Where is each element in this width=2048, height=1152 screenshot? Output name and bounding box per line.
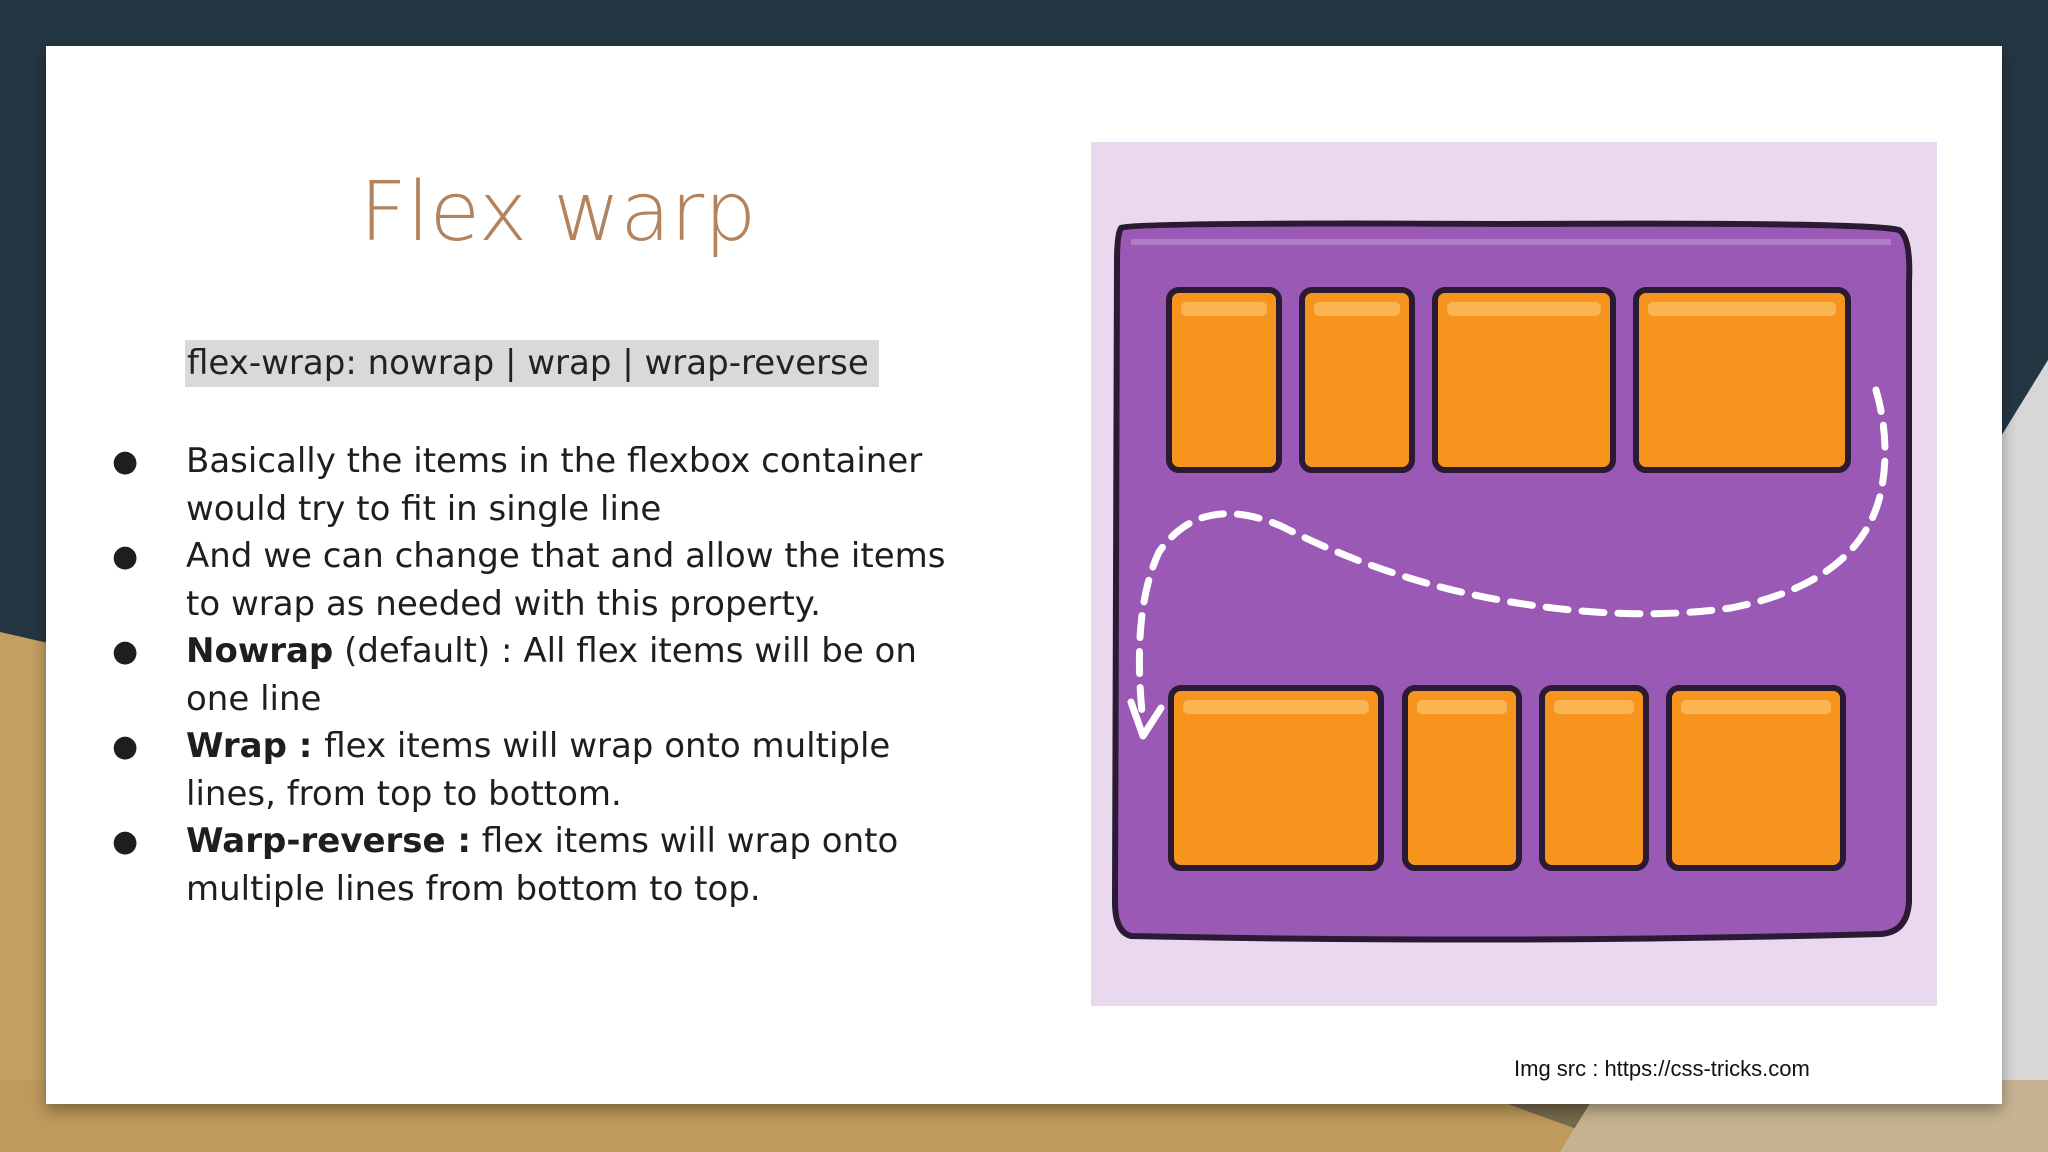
flex-item — [1432, 287, 1616, 473]
flex-item — [1402, 685, 1522, 871]
flex-item — [1168, 685, 1384, 871]
bullet-text: Basically the items in the flexbox conta… — [186, 441, 923, 529]
bullet-dot-icon: ● — [112, 444, 139, 479]
bullet-term: Wrap : — [186, 726, 325, 766]
bullet-dot-icon: ● — [112, 729, 139, 764]
bullet-text: flex items will wrap onto multiple lines… — [186, 726, 891, 814]
wrap-arrow-path — [1135, 386, 1889, 726]
bullet-text: flex items will wrap onto multiple lines… — [186, 821, 899, 909]
bullet-list: ● Basically the items in the flexbox con… — [46, 438, 966, 913]
bullet-text: (default) : All flex items will be on on… — [186, 631, 917, 719]
bullet-item: ● Basically the items in the flexbox con… — [46, 438, 966, 533]
flex-row-bottom — [1168, 685, 1846, 871]
bullet-term: Nowrap — [186, 631, 334, 671]
flex-item — [1539, 685, 1649, 871]
bullet-item: ● And we can change that and allow the i… — [46, 533, 966, 628]
bullet-dot-icon: ● — [112, 634, 139, 669]
wrap-arrow-head-icon — [1127, 698, 1165, 740]
syntax-code-highlight: flex-wrap: nowrap | wrap | wrap-reverse — [185, 340, 879, 387]
flex-item — [1633, 287, 1851, 473]
flexbox-wrap-illustration-icon — [1091, 142, 1937, 1006]
bullet-dot-icon: ● — [112, 539, 139, 574]
flex-row-top — [1166, 287, 1851, 473]
flex-item — [1166, 287, 1282, 473]
bullet-item: ● Warp-reverse : flex items will wrap on… — [46, 818, 966, 913]
bullet-text: And we can change that and allow the ite… — [186, 536, 946, 624]
bullet-item: ● Wrap : flex items will wrap onto multi… — [46, 723, 966, 818]
bullet-dot-icon: ● — [112, 824, 139, 859]
bullet-term: Warp-reverse : — [186, 821, 471, 861]
flex-item — [1666, 685, 1846, 871]
image-credit: Img src : https://css-tricks.com — [1514, 1056, 1810, 1081]
slide-title: Flex warp — [359, 165, 757, 260]
bullet-item: ● Nowrap (default) : All flex items will… — [46, 628, 966, 723]
slide-canvas: Flex warp flex-wrap: nowrap | wrap | wra… — [46, 46, 2002, 1104]
flex-item — [1299, 287, 1415, 473]
